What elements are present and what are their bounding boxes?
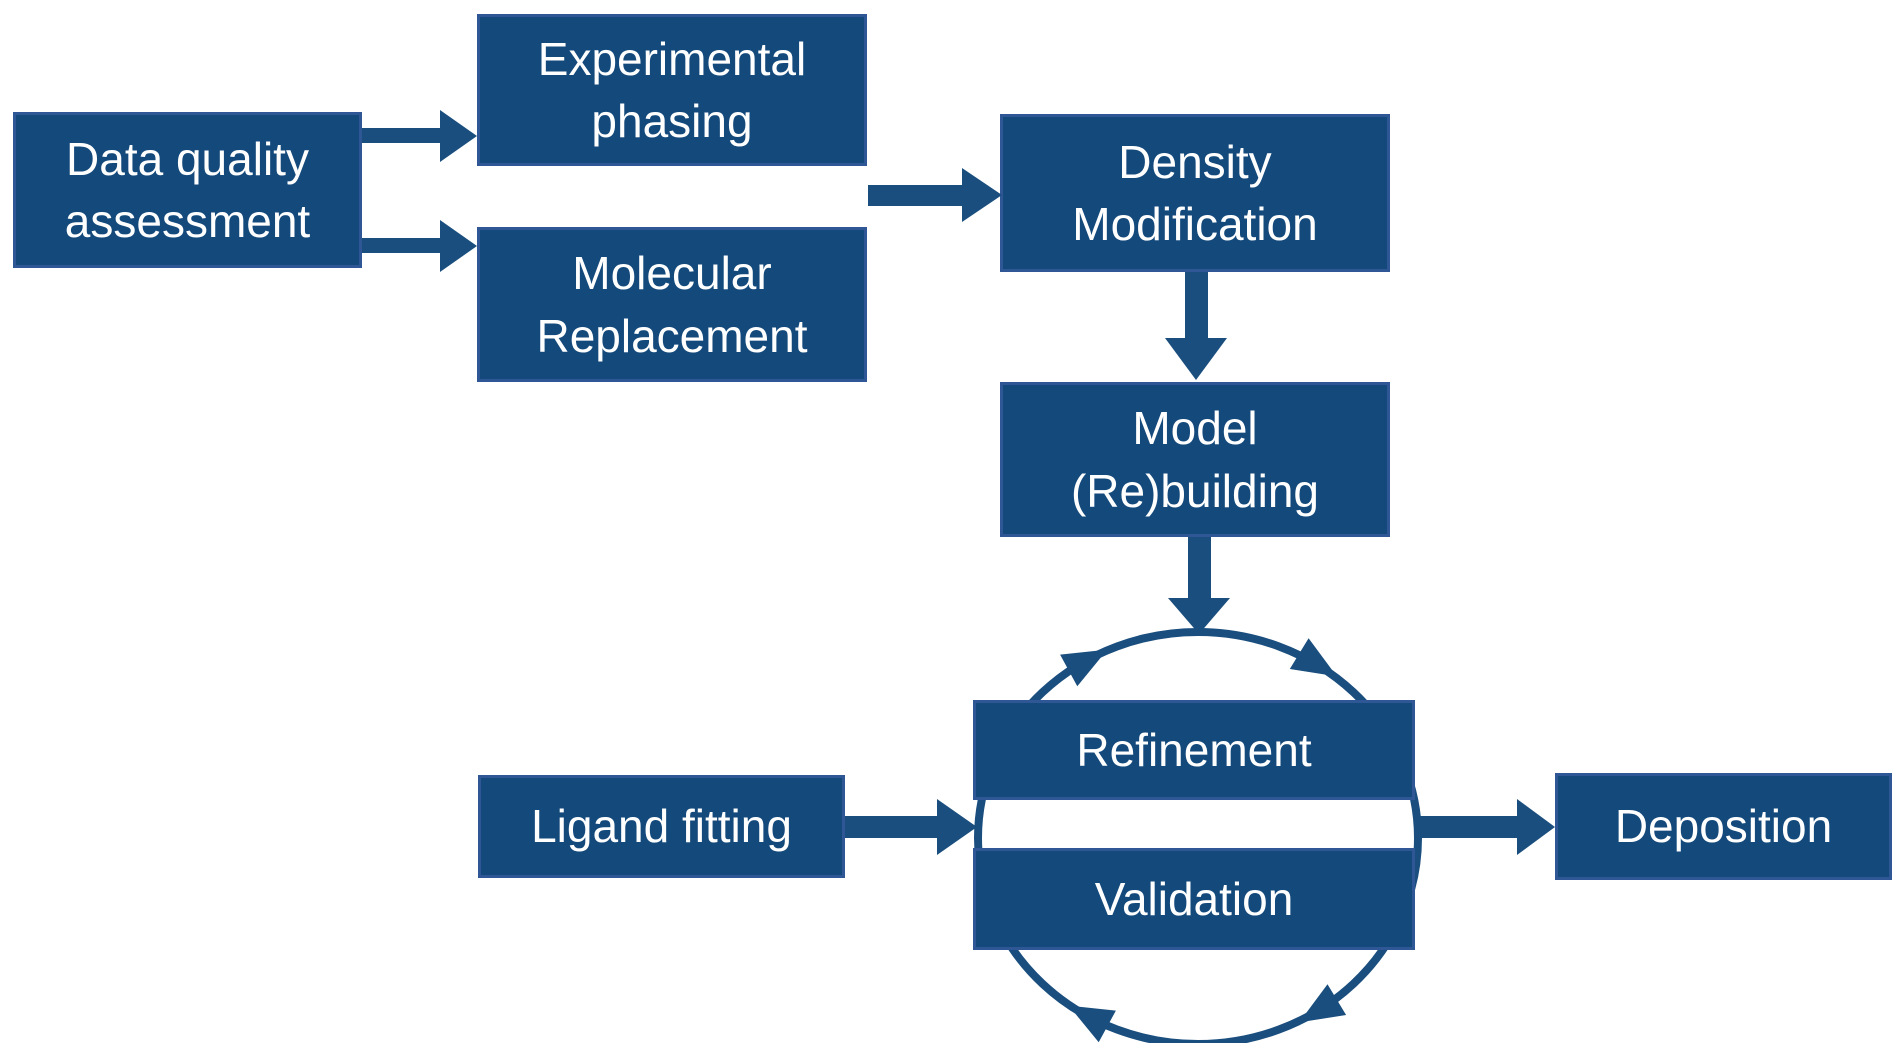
node-label-line: (Re)building [1070, 464, 1319, 517]
node-label-line: Experimental [537, 32, 807, 85]
arrow-density-modification-to-model-rebuilding [1185, 272, 1208, 338]
arrowhead-icon [440, 220, 477, 272]
node-label-line: Deposition [1614, 800, 1833, 853]
node-label-line: Data quality [66, 132, 309, 185]
node-label-line: Model [1132, 402, 1258, 455]
node-model-rebuilding: Model (Re)building [1000, 382, 1390, 537]
node-label-line: Replacement [536, 309, 808, 362]
node-label-line: Modification [1072, 198, 1318, 250]
node-label-line: assessment [64, 195, 311, 247]
arrowhead-icon [1168, 598, 1230, 634]
node-label-line: Refinement [1076, 723, 1312, 776]
node-label-line: Molecular [572, 247, 772, 300]
cycle-arrowhead-bottom-left-icon [1068, 1005, 1116, 1043]
arrow-ligand-fitting-to-cycle [845, 816, 937, 838]
arrow-data-quality-to-molecular-replacement [362, 238, 440, 253]
node-label-line: Density [1118, 135, 1272, 188]
cycle-arrowhead-bottom-right-icon [1299, 984, 1347, 1023]
node-ligand-fitting: Ligand fitting [478, 775, 845, 878]
arrow-model-rebuilding-to-cycle [1188, 537, 1211, 598]
arrow-cycle-to-deposition [1420, 816, 1517, 838]
node-molecular-replacement: Molecular Replacement [477, 227, 867, 382]
arrow-phasing-to-density-modification [868, 185, 962, 206]
arrowhead-icon [440, 110, 477, 162]
arrowhead-icon [937, 799, 977, 855]
arrowhead-icon [1165, 338, 1227, 380]
cycle-arrowhead-top-right-icon [1289, 638, 1337, 677]
arrow-data-quality-to-experimental-phasing [362, 128, 440, 143]
node-label-line: phasing [591, 95, 753, 147]
node-refinement: Refinement [973, 700, 1415, 800]
node-density-modification: Density Modification [1000, 114, 1390, 272]
node-label-line: Validation [1094, 872, 1294, 925]
node-validation: Validation [973, 848, 1415, 950]
node-deposition: Deposition [1555, 773, 1892, 880]
cycle-arrowhead-top-left-icon [1060, 649, 1108, 687]
arrowhead-icon [1517, 799, 1555, 855]
node-experimental-phasing: Experimental phasing [477, 14, 867, 166]
node-label-line: Ligand fitting [531, 800, 792, 853]
cycle-circle [974, 628, 1422, 1043]
node-data-quality-assessment: Data quality assessment [13, 112, 362, 268]
arrowhead-icon [962, 168, 1002, 222]
